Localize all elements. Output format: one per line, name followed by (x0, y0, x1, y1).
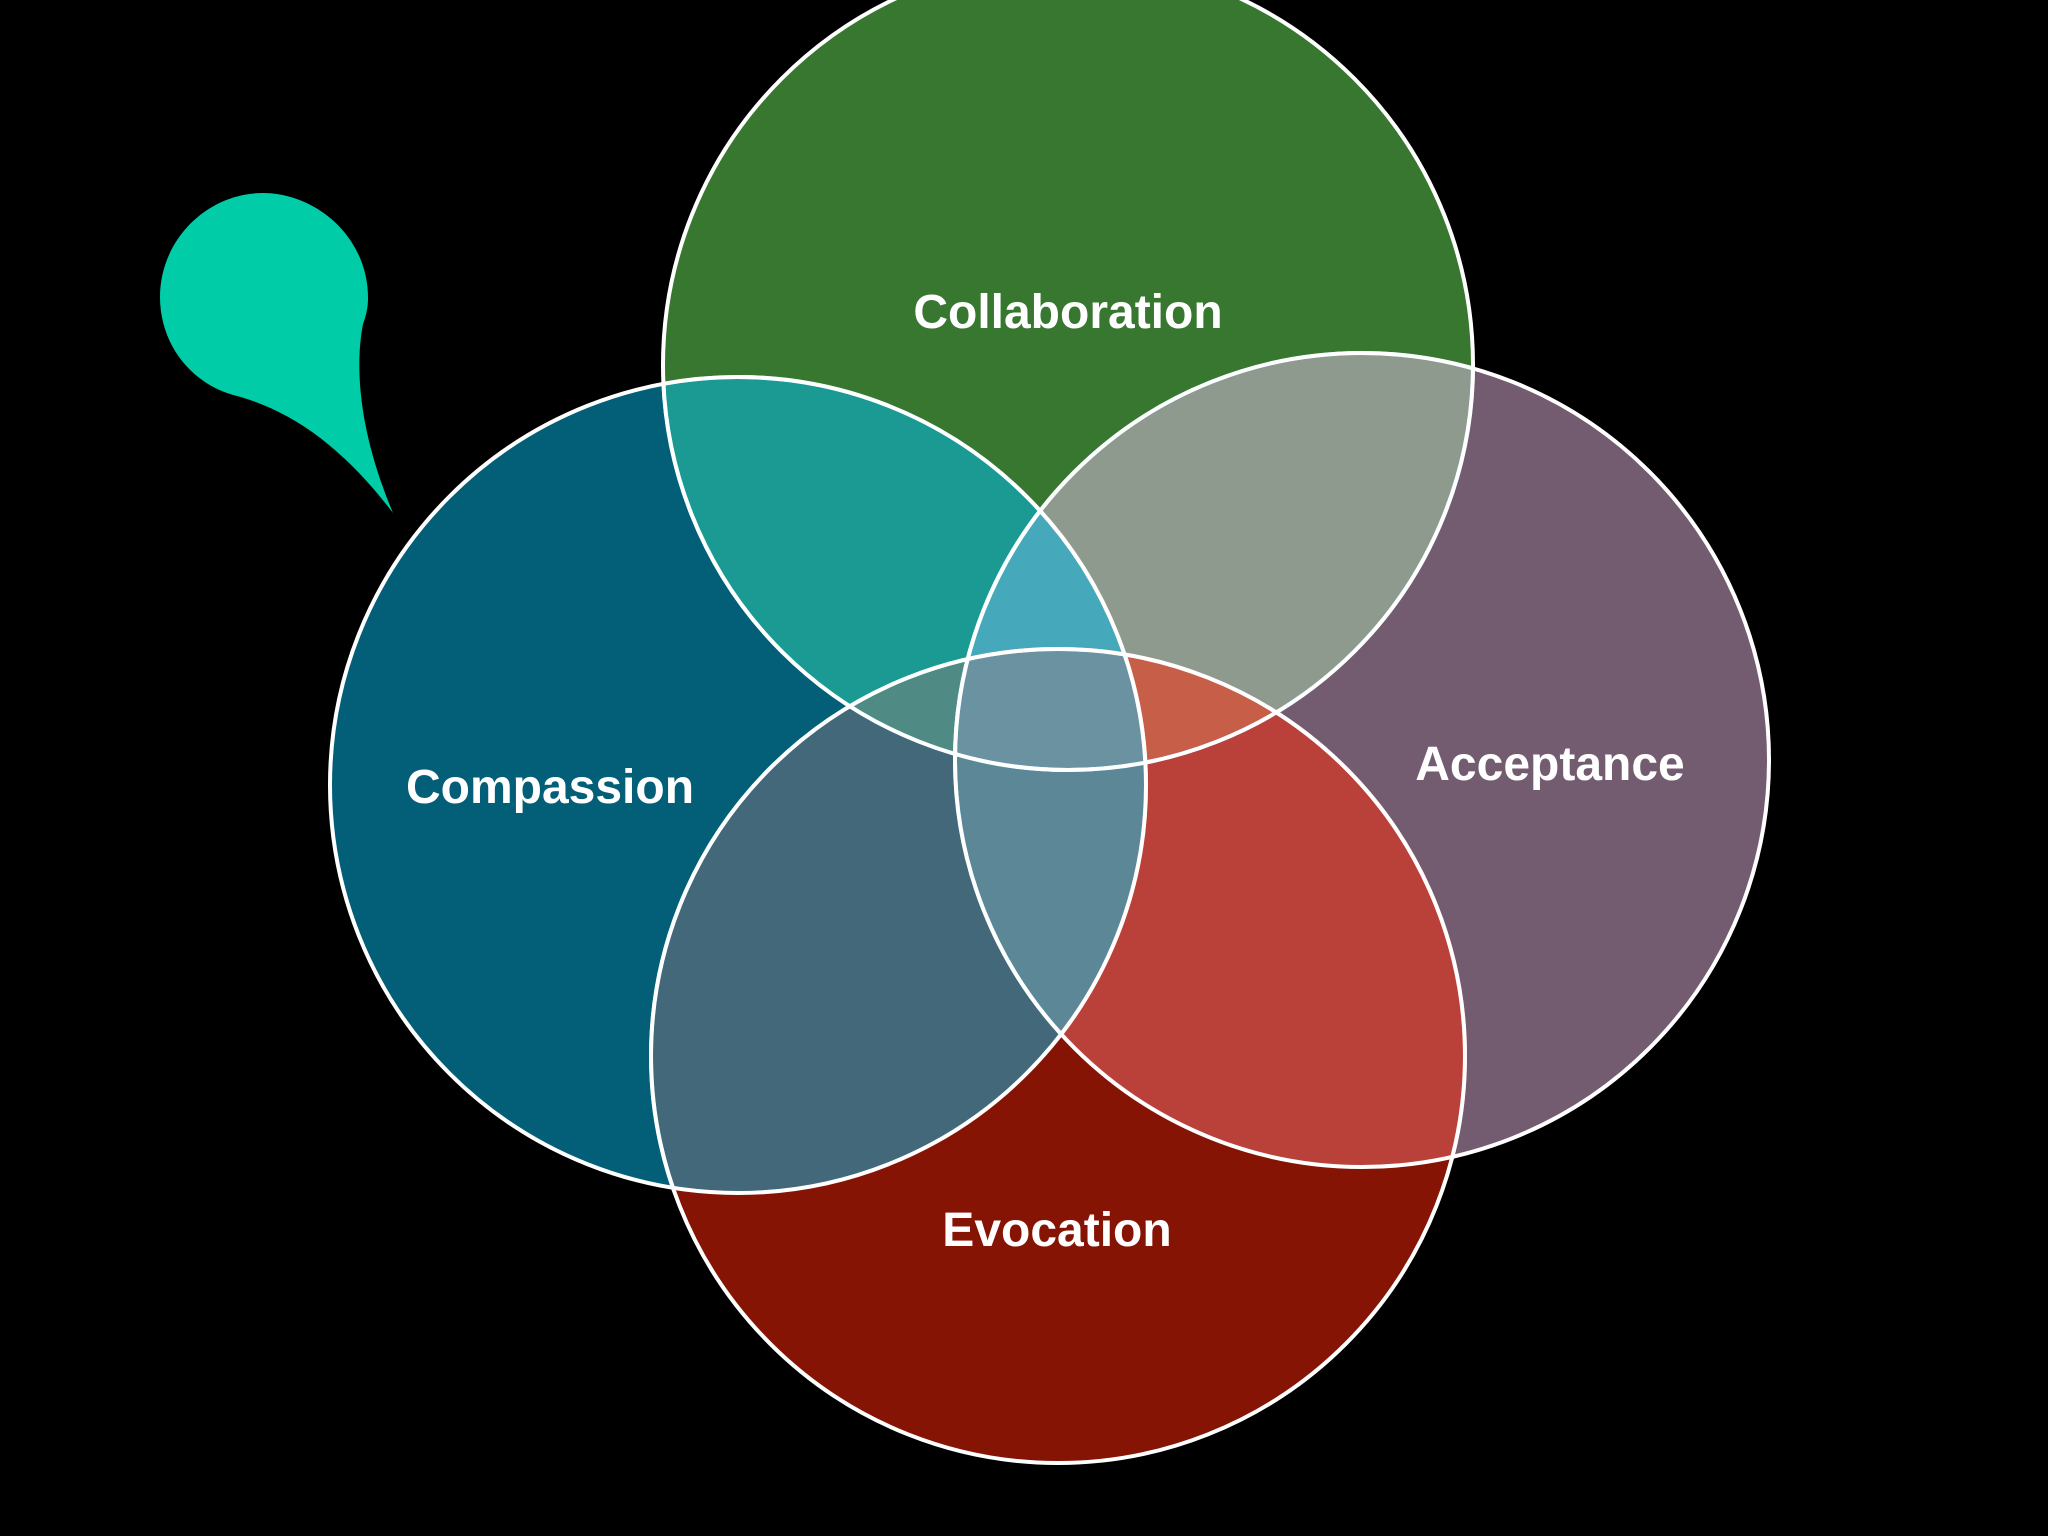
label-collaboration: Collaboration (913, 286, 1222, 339)
outer-outlines (328, 0, 1771, 1465)
label-acceptance: Acceptance (1415, 738, 1684, 791)
label-evocation: Evocation (942, 1204, 1171, 1257)
label-compassion: Compassion (406, 761, 694, 814)
speech-bubble-icon (160, 193, 393, 513)
overlap-collaboration-compassion (663, 377, 1146, 770)
